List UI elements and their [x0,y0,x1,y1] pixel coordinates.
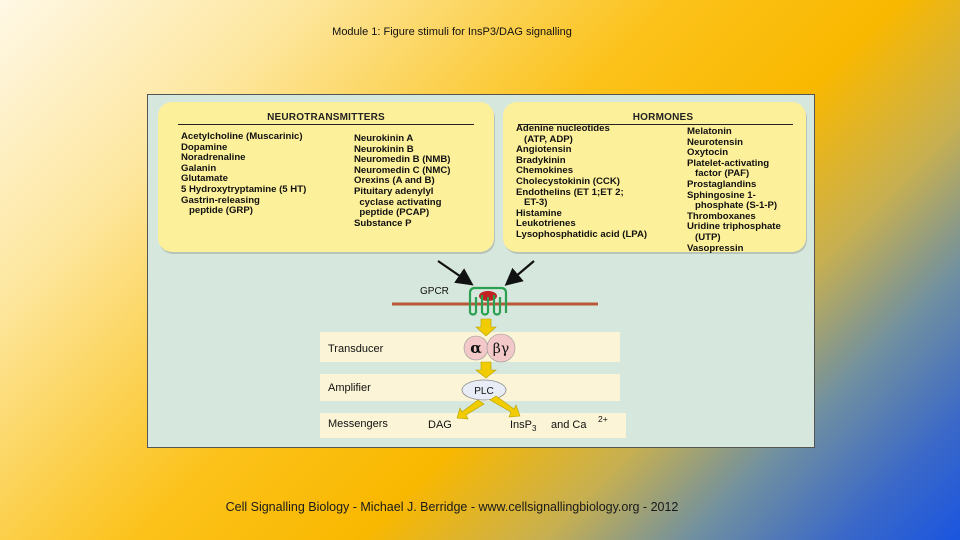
ca-superscript: 2+ [598,414,608,424]
g-alpha-label: α [470,339,482,357]
signalling-pathway-graphic: α βγ PLC DAG InsP3 and Ca 2+ [392,260,608,433]
g-betagamma-label: βγ [493,341,509,357]
gpcr-label: GPCR [420,286,449,297]
hormone-item: Neurotensin [687,136,743,148]
hormones-title: HORMONES [632,112,694,123]
neurotransmitter-item: Pituitary adenylyl [354,185,434,197]
messengers-bar [320,413,626,438]
neurotransmitter-item: Orexins (A and B) [354,175,435,187]
stimulus-arrow-right [504,260,535,286]
neurotransmitter-item: Substance P [354,217,412,229]
amplifier-label: Amplifier [328,382,371,394]
figure-panel: NEUROTRANSMITTERS Acetylcholine (Muscari… [147,94,815,448]
dag-label: DAG [428,419,452,431]
ligand-shape [479,291,497,301]
hormone-item: Adenine nucleotides [516,123,610,134]
hormone-item: (UTP) [687,231,721,243]
neurotransmitter-item: Gastrin-releasing [181,194,260,206]
plc-shape [461,379,507,401]
hormone-item: Lysophosphatidic acid (LPA) [516,228,648,240]
neurotransmitters-rule [178,124,474,125]
neurotransmitter-item: Neuromedin B (NMB) [354,154,451,166]
slide-title: Module 1: Figure stimuli for InsP3/DAG s… [332,26,572,38]
hormone-item: phosphate (S-1-P) [687,200,778,212]
neurotransmitter-item: Neuromedin C (NMC) [354,164,451,176]
neurotransmitter-item: Neurokinin A [354,133,414,144]
hormone-item: Prostaglandins [687,178,757,190]
gpcr-to-g-protein-arrow [475,318,497,337]
transducer-label: Transducer [328,343,384,355]
hormone-item: Thromboxanes [687,210,756,222]
hormone-item: Bradykinin [516,154,566,166]
hormone-item: ET-3) [516,197,548,209]
hormone-item: Chemokines [516,165,574,177]
insp3-label: InsP3 [510,419,537,433]
hormone-item: Vasopressin [687,242,744,254]
and-ca-label: and Ca [551,419,587,431]
neurotransmitter-item: Acetylcholine (Muscarinic) [181,131,303,142]
hormone-item: Angiotensin [516,144,572,156]
stimulus-arrow-left [437,260,474,286]
hormone-item: Melatonin [687,126,732,137]
g-protein-to-plc-arrow [475,361,497,379]
receptor-shape [468,286,508,316]
neurotransmitters-title: NEUROTRANSMITTERS [267,112,385,123]
neurotransmitter-item: Glutamate [181,173,228,185]
hormone-item: Platelet-activating [687,157,770,169]
hormones-rule [518,124,793,125]
hormone-item: factor (PAF) [687,168,750,180]
plc-to-insp3-arrow [489,395,521,418]
neurotransmitters-box: NEUROTRANSMITTERS Acetylcholine (Muscari… [158,102,494,252]
g-betagamma-subunit [486,333,516,363]
hormone-item: Uridine triphosphate [687,221,781,233]
plc-to-dag-arrow [456,399,485,420]
neurotransmitter-item: Galanin [181,162,217,174]
hormone-item: Leukotrienes [516,218,576,230]
neurotransmitter-item: Neurokinin B [354,143,414,155]
neurotransmitter-item: cyclase activating [354,196,442,208]
neurotransmitter-item: Noradrenaline [181,152,246,164]
neurotransmitter-item: Dopamine [181,141,228,153]
hormone-item: Histamine [516,207,562,219]
hormone-item: Cholecystokinin (CCK) [516,175,620,187]
hormone-item: (ATP, ADP) [516,133,573,145]
hormone-item: Sphingosine 1- [687,189,756,201]
hormone-item: Endothelins (ET 1;ET 2; [516,186,624,198]
hormones-box: HORMONES Adenine nucleotides (ATP, ADP)A… [503,102,806,254]
messengers-label: Messengers [328,418,388,430]
hormone-item: Oxytocin [687,147,729,159]
neurotransmitter-item: 5 Hydroxytryptamine (5 HT) [181,183,307,195]
plc-label: PLC [474,386,493,397]
hormones-list-1: Adenine nucleotides (ATP, ADP)Angiotensi… [516,123,648,241]
neurotransmitter-item: peptide (GRP) [181,205,253,217]
neurotransmitter-item: peptide (PCAP) [354,207,430,219]
slide-footer: Cell Signalling Biology - Michael J. Ber… [225,500,679,514]
